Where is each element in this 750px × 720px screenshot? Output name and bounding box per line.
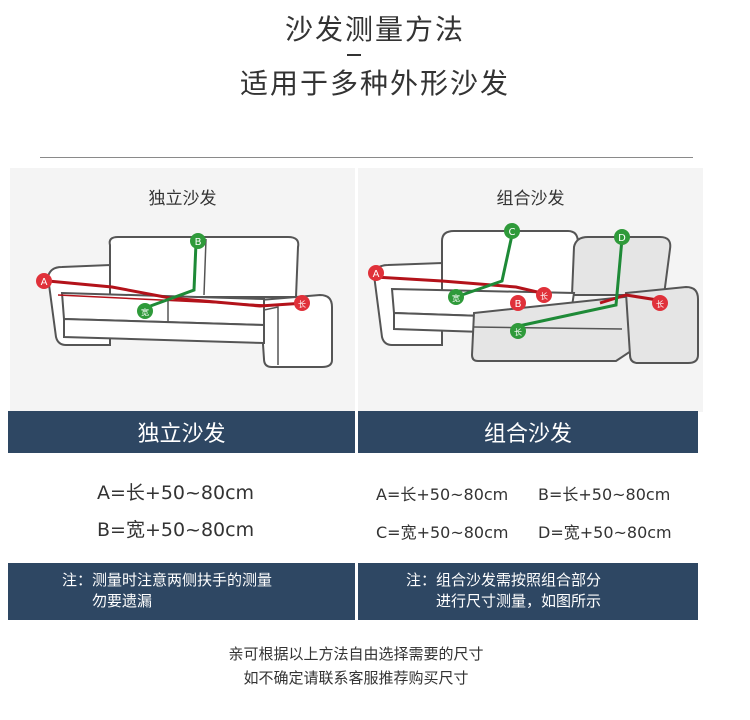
formula-a: A=长+50~80cm (376, 485, 509, 504)
note-prefix: 注： (62, 571, 93, 589)
marker-length-label: 长 (298, 299, 306, 309)
marker-width-label: 宽 (141, 307, 149, 317)
marker-width-label: 宽 (452, 293, 460, 303)
marker-c-label: C (509, 227, 516, 238)
formula-b: B=长+50~80cm (538, 485, 671, 504)
marker-a-label: A (373, 269, 380, 280)
note-line: 组合沙发需按照组合部分 (436, 571, 602, 589)
marker-length-label-3: 长 (514, 327, 522, 337)
marker-d-label: D (618, 233, 626, 244)
single-sofa-illustration: A B 宽 长 (36, 233, 333, 368)
note-prefix: 注： (406, 571, 437, 589)
formula-c: C=宽+50~80cm (376, 523, 509, 542)
formula-a: A=长+50~80cm (97, 482, 255, 504)
formula-d: D=宽+50~80cm (538, 523, 672, 542)
footer-line-1: 亲可根据以上方法自由选择需要的尺寸 (228, 645, 484, 663)
marker-b-label: B (515, 299, 522, 310)
footer-line-2: 如不确定请联系客服推荐购买尺寸 (243, 669, 469, 687)
right-banner: 组合沙发 (358, 411, 698, 453)
marker-a-label: A (41, 277, 48, 288)
left-note: 注： 测量时注意两侧扶手的测量 勿要遗漏 (8, 563, 355, 620)
top-divider (40, 157, 693, 158)
left-banner: 独立沙发 (8, 411, 355, 453)
formula-b: B=宽+50~80cm (97, 519, 255, 541)
note-line: 勿要遗漏 (92, 592, 153, 610)
marker-b-label: B (195, 237, 202, 248)
page-subtitle: 适用于多种外形沙发 (239, 67, 510, 100)
sectional-sofa-illustration: A C D 宽 长 B 长 长 (368, 223, 699, 364)
page-title: 沙发测量方法 (284, 13, 465, 46)
marker-length-label-2: 长 (656, 299, 664, 309)
left-panel-label: 独立沙发 (148, 189, 217, 209)
right-note: 注： 组合沙发需按照组合部分 进行尺寸测量，如图所示 (358, 563, 698, 620)
marker-length-label: 长 (540, 291, 548, 301)
title-divider (347, 54, 361, 56)
note-line: 进行尺寸测量，如图所示 (436, 592, 602, 610)
right-panel-label: 组合沙发 (496, 189, 565, 209)
note-line: 测量时注意两侧扶手的测量 (92, 571, 273, 589)
